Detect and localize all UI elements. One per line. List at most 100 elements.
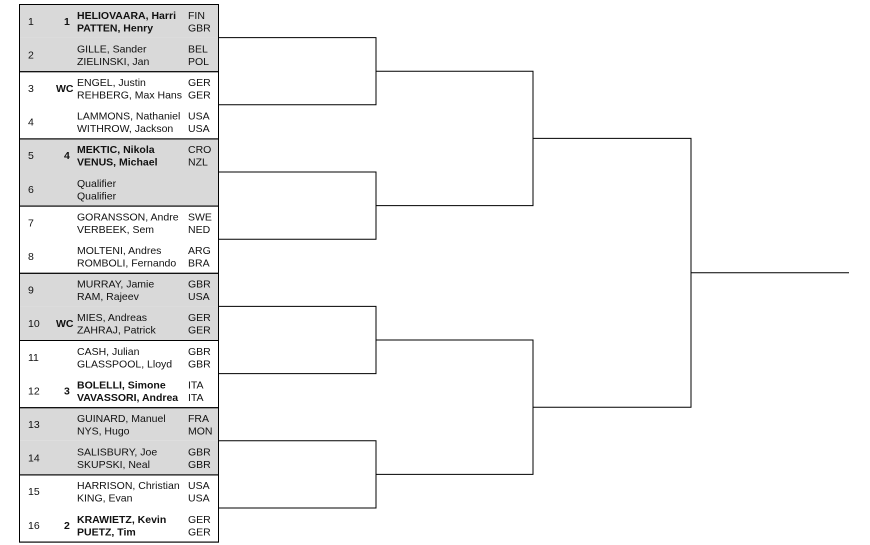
entry-shade [19,172,218,206]
player-name: VENUS, Michael [77,157,158,169]
player-name: WITHROW, Jackson [77,123,173,135]
draw-position: 15 [28,486,40,498]
bracket-line-r2 [376,70,534,207]
draw-position: 14 [28,453,40,465]
player-name: REHBERG, Max Hans [77,90,182,102]
player-country: GBR [188,346,211,358]
player-name: BOLELLI, Simone [77,379,166,391]
draw-position: 8 [28,251,34,263]
bracket-line-r1 [218,305,377,375]
player-name: SKUPSKI, Neal [77,459,150,471]
player-country: ITA [188,379,204,391]
bracket-line-r1 [218,440,377,509]
player-country: GER [188,526,211,538]
player-country: BEL [188,43,208,55]
draw-position: 5 [28,150,34,162]
player-name: CASH, Julian [77,346,140,358]
bracket-line-r1 [218,171,377,240]
player-name: MEKTIC, Nikola [77,144,155,156]
player-name: GUINARD, Manuel [77,413,166,425]
bracket-line-r3 [533,137,692,408]
draw-position: 9 [28,285,34,297]
player-country: GER [188,514,211,526]
player-country: USA [188,291,210,303]
player-country: ITA [188,392,204,404]
player-name: MURRAY, Jamie [77,279,154,291]
player-name: SALISBURY, Joe [77,447,157,459]
player-country: BRA [188,258,210,270]
draw-position: 10 [28,318,40,330]
draw-position: 1 [28,16,34,28]
draw-border [19,4,219,543]
draw-position: 13 [28,419,40,431]
draw-position: 3 [28,83,34,95]
entry-shade [19,4,218,38]
player-country: GBR [188,358,211,370]
seed-label: 4 [64,150,70,162]
player-name: MIES, Andreas [77,312,147,324]
draw-position: 12 [28,385,40,397]
draw-position: 16 [28,520,40,532]
entry-shade [19,407,218,441]
player-country: GER [188,325,211,337]
seed-label: WC [56,318,74,330]
player-country: USA [188,123,210,135]
player-name: ROMBOLI, Fernando [77,258,176,270]
entry-shade [19,138,218,172]
seed-label: WC [56,83,74,95]
player-country: GER [188,312,211,324]
seed-label: 2 [64,520,70,532]
player-name: Qualifier [77,190,117,202]
player-name: NYS, Hugo [77,426,130,438]
player-country: GER [188,77,211,89]
player-country: GBR [188,279,211,291]
player-country: FRA [188,413,209,425]
player-country: SWE [188,211,212,223]
draw-position: 7 [28,217,34,229]
draw-position: 2 [28,49,34,61]
bracket-line-r2 [376,339,534,475]
player-name: PATTEN, Henry [77,22,153,34]
player-name: PUETZ, Tim [77,526,136,538]
player-country: USA [188,493,210,505]
draw-position: 4 [28,117,34,129]
player-name: HARRISON, Christian [77,480,180,492]
player-name: ZAHRAJ, Patrick [77,325,157,337]
player-name: ZIELINSKI, Jan [77,56,150,68]
player-country: NED [188,224,211,236]
player-name: GORANSSON, Andre [77,211,179,223]
draw-position: 6 [28,184,34,196]
player-name: VERBEEK, Sem [77,224,154,236]
player-name: ENGEL, Justin [77,77,146,89]
player-name: GILLE, Sander [77,43,147,55]
bracket-line-r1 [218,37,377,106]
player-country: GER [188,90,211,102]
player-name: VAVASSORI, Andrea [77,392,178,404]
entry-shade [19,306,218,340]
seed-label: 1 [64,16,70,28]
player-name: HELIOVAARA, Harri [77,10,176,22]
player-country: GBR [188,447,211,459]
player-country: NZL [188,157,208,169]
player-country: USA [188,480,210,492]
player-country: FIN [188,10,205,22]
player-name: KRAWIETZ, Kevin [77,514,166,526]
player-name: Qualifier [77,178,117,190]
player-name: RAM, Rajeev [77,291,140,303]
player-country: MON [188,426,213,438]
draw-position: 11 [28,352,39,364]
entry-shade [19,272,218,307]
player-name: KING, Evan [77,493,133,505]
player-country: POL [188,56,209,68]
player-name: GLASSPOOL, Lloyd [77,358,172,370]
player-name: MOLTENI, Andres [77,245,161,257]
player-country: GBR [188,459,211,471]
player-name: LAMMONS, Nathaniel [77,111,180,123]
player-country: GBR [188,22,211,34]
player-country: ARG [188,245,211,257]
player-country: USA [188,111,210,123]
player-country: CRO [188,144,211,156]
seed-label: 3 [64,385,70,397]
entry-shade [19,37,218,72]
